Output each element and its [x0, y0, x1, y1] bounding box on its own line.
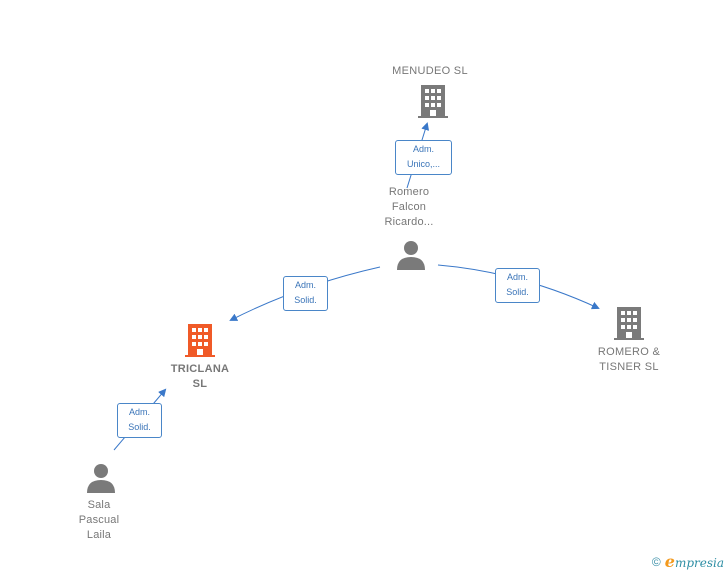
edge-label-to-menudeo[interactable]: Adm. Unico,...: [395, 140, 452, 175]
company-name-line1: TRICLANA: [170, 363, 230, 375]
copyright-icon: ©: [651, 554, 661, 569]
node-triclana-label: TRICLANA SL: [150, 362, 250, 392]
person-name-line2: Falcon: [391, 201, 427, 213]
company-name-line2: SL: [192, 378, 208, 390]
brand-logo[interactable]: empresia: [665, 552, 724, 571]
person-name-line3: Laila: [86, 529, 112, 541]
brand-logo-text: mpresia: [674, 556, 724, 570]
edge-label-line2: Solid.: [294, 295, 317, 305]
edge-label-line1: Adm.: [412, 144, 434, 154]
node-romero-falcon-label: Romero Falcon Ricardo...: [360, 185, 458, 230]
edge-label-line2: Solid.: [128, 422, 151, 432]
edge-label-line1: Adm.: [128, 407, 150, 417]
company-name-line2: TISNER SL: [599, 361, 659, 373]
person-name-line3: Ricardo...: [384, 216, 434, 228]
edge-label-line2: Unico,...: [406, 159, 440, 169]
person-icon[interactable]: [86, 463, 116, 493]
brand-logo-e: e: [664, 552, 675, 571]
edge-label-line1: Adm.: [506, 272, 528, 282]
edge-label-to-triclana-from-romero[interactable]: Adm. Solid.: [283, 276, 328, 311]
node-romero-tisner-label: ROMERO & TISNER SL: [580, 345, 678, 375]
footer-brand: © empresia: [652, 552, 724, 571]
person-name-line1: Sala: [87, 499, 111, 511]
building-icon[interactable]: [185, 323, 215, 357]
edge-label-to-triclana-from-sala[interactable]: Adm. Solid.: [117, 403, 162, 438]
person-name-line2: Pascual: [78, 514, 120, 526]
building-icon[interactable]: [418, 84, 448, 118]
building-icon[interactable]: [614, 306, 644, 340]
edge-label-line2: Solid.: [506, 287, 529, 297]
person-name-line1: Romero: [388, 186, 430, 198]
node-sala-pascual-label: Sala Pascual Laila: [50, 498, 148, 543]
node-menudeo-name: MENUDEO SL: [392, 65, 468, 77]
edge-label-line1: Adm.: [294, 280, 316, 290]
person-icon[interactable]: [396, 240, 426, 270]
company-name-line1: ROMERO &: [597, 346, 661, 358]
edge-label-to-romero-tisner[interactable]: Adm. Solid.: [495, 268, 540, 303]
node-menudeo-label: MENUDEO SL: [380, 64, 480, 79]
